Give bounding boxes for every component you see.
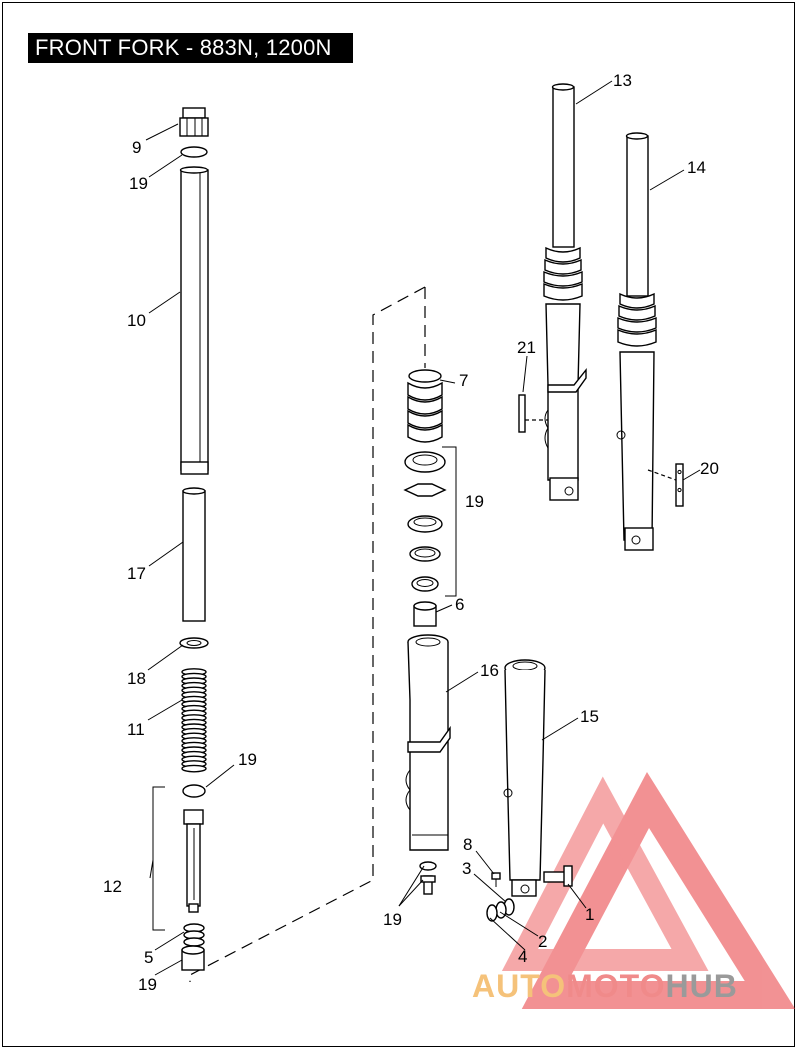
part-plate-21 [518,394,526,433]
part-damper-rod [183,809,204,913]
callout-19-seals: 19 [465,492,484,511]
bracket-12 [152,786,165,931]
callout-13: 13 [613,71,632,90]
watermark-hub: HUB [665,968,738,1004]
watermark-auto: AUTO [472,968,567,1004]
callout-4: 4 [518,947,527,966]
part-small-screw [491,872,501,887]
assembly-dashed-line [189,286,426,982]
part-ring [182,784,206,798]
watermark-text: AUTOMOTOHUB [472,968,738,1005]
callout-1: 1 [585,905,594,924]
callout-19-bushing: 19 [138,975,157,994]
callout-9: 9 [132,138,141,157]
callout-8: 8 [463,835,472,854]
part-fork-slider-right [503,659,546,897]
callout-11: 11 [127,720,145,739]
callout-14: 14 [687,158,706,177]
watermark-logo [501,771,796,1009]
callout-21: 21 [517,338,536,357]
part-spacer [413,601,437,627]
part-drain-screw [419,861,437,895]
page-title: FRONT FORK - 883N, 1200N [28,33,353,63]
callout-17: 17 [127,564,146,583]
callout-6: 6 [455,595,464,614]
part-washer [179,637,209,649]
callout-5: 5 [144,948,153,967]
part-fork-cap [179,107,209,137]
part-rebound-spring [183,923,205,947]
part-plate-20 [675,463,684,507]
part-fork-slider-left [405,634,451,851]
bracket-19 [442,446,457,597]
part-bushing [181,945,205,971]
part-fork-spring [181,668,207,773]
callout-19-oring: 19 [129,174,148,193]
part-fork-boot [407,369,443,443]
callout-16: 16 [480,661,499,680]
callout-20: 20 [700,459,719,478]
callout-18: 18 [127,669,146,688]
part-seal-kit [403,451,447,592]
callout-2: 2 [538,932,547,951]
callout-7: 7 [459,371,468,390]
part-damper-tube [182,487,206,622]
part-fork-assembly-left [543,83,587,501]
watermark-moto: MOTO [566,968,666,1004]
leader-lines [145,80,701,976]
part-o-ring [180,146,208,158]
callout-19-ring: 19 [238,750,257,769]
part-fork-assembly-right [616,132,657,551]
callout-19-screw: 19 [383,910,402,929]
callout-3: 3 [462,859,471,878]
part-axle-bolt [543,865,573,887]
part-fork-tube [179,166,209,475]
callout-12: 12 [103,877,122,896]
spring-coil [181,764,207,773]
callout-10: 10 [127,311,146,330]
callout-15: 15 [580,707,599,726]
